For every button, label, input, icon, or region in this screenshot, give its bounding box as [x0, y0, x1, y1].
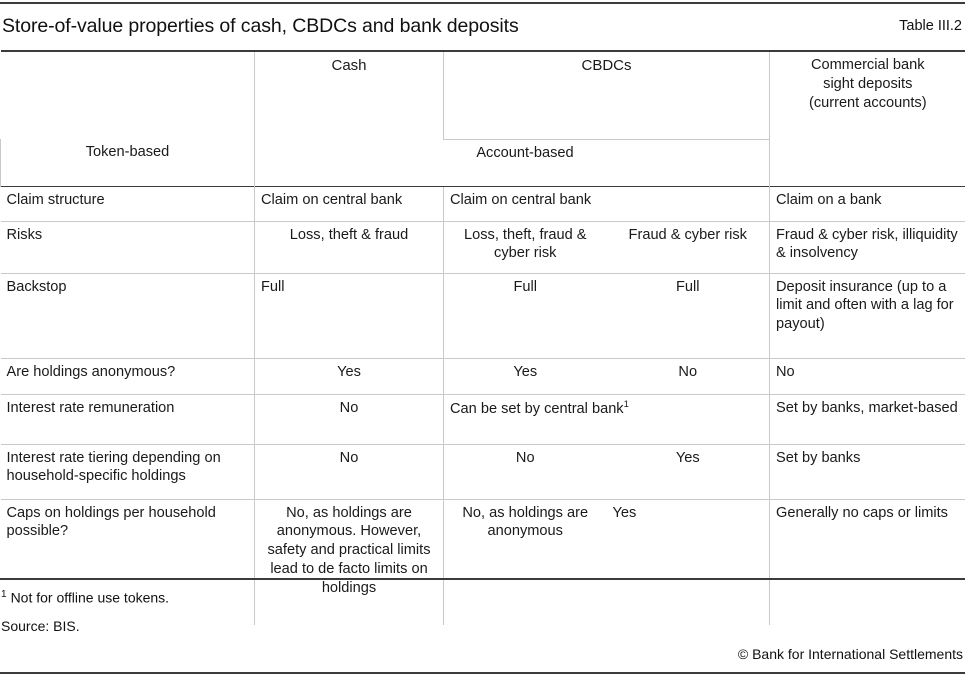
table-row: Caps on holdings per household possible?… [0, 498, 965, 625]
copyright-line: © Bank for International Settlements [737, 646, 963, 662]
cell-risks-cbdc-account: Fraud & cyber risk [606, 220, 770, 273]
cell-remuneration-cash: No [254, 393, 444, 444]
cell-risks-cbdc-token: Loss, theft, fraud & cyber risk [443, 220, 607, 273]
table-row: Interest rate tiering depending on house… [0, 443, 965, 499]
cell-backstop-cbdc-account: Full [606, 272, 770, 358]
table-row: Backstop Full Full Full Deposit insuranc… [0, 272, 965, 358]
cell-risks-cash: Loss, theft & fraud [254, 220, 444, 273]
bottom-rule [0, 672, 965, 674]
table-row: Are holdings anonymous? Yes Yes No No [0, 357, 965, 394]
cell-remuneration-cbdc-text: Can be set by central bank [450, 400, 624, 417]
cell-claim-structure-commercial: Claim on a bank [769, 185, 965, 221]
row-label-backstop: Backstop [0, 272, 255, 358]
cell-backstop-commercial: Deposit insurance (up to a limit and oft… [769, 272, 965, 358]
cell-tiering-commercial: Set by banks [769, 443, 965, 499]
cell-claim-structure-cash: Claim on central bank [254, 185, 444, 221]
footnote-marker: 1 [1, 589, 7, 600]
row-label-interest-rate-tiering: Interest rate tiering depending on house… [0, 443, 255, 499]
header-commercial-bank: Commercial bank sight deposits (current … [769, 50, 965, 186]
header-commercial-line-3: (current accounts) [808, 94, 927, 111]
table-number: Table III.2 [899, 18, 962, 34]
table-row: Risks Loss, theft & fraud Loss, theft, f… [0, 220, 965, 273]
row-label-interest-rate-remuneration: Interest rate remuneration [0, 393, 255, 444]
footnote-reference-1: 1 [623, 398, 629, 410]
header-cash: Cash [254, 50, 444, 186]
cell-remuneration-cbdc: Can be set by central bank1 [442, 393, 770, 444]
top-rule [0, 2, 965, 4]
header-cbdc-token-based: Token-based [0, 139, 255, 186]
cell-caps-cbdc-token: No, as holdings are anonymous [443, 498, 607, 625]
row-label-claim-structure: Claim structure [0, 185, 255, 221]
row-label-caps-on-holdings: Caps on holdings per household possible? [0, 498, 255, 625]
cell-backstop-cbdc-token: Full [443, 272, 607, 358]
cell-tiering-cbdc-account: Yes [606, 443, 770, 499]
table-row: Interest rate remuneration No Can be set… [0, 393, 965, 444]
title-row: Store-of-value properties of cash, CBDCs… [0, 4, 965, 48]
header-row-sub: Token-based Account-based [0, 139, 965, 186]
cell-remuneration-commercial: Set by banks, market-based [769, 393, 965, 444]
cell-caps-cbdc-account: Yes [606, 498, 770, 625]
source-line: Source: BIS. [1, 618, 80, 635]
footnote-rule [0, 578, 965, 580]
footnote-text: Not for offline use tokens. [10, 589, 170, 606]
table-row: Claim structure Claim on central bank Cl… [0, 185, 965, 221]
header-commercial-line-1: Commercial bank [810, 57, 925, 73]
cell-caps-cash: No, as holdings are anonymous. However, … [254, 498, 444, 625]
cell-anonymous-cbdc-account: No [606, 357, 770, 394]
table-body: Claim structure Claim on central bank Cl… [0, 185, 965, 625]
page-title: Store-of-value properties of cash, CBDCs… [2, 14, 519, 37]
cell-anonymous-commercial: No [769, 357, 965, 394]
cell-risks-commercial: Fraud & cyber risk, illiquidity & insolv… [769, 220, 965, 273]
header-row-top: Cash CBDCs Commercial bank sight deposit… [0, 50, 965, 186]
header-cbdcs: CBDCs [442, 50, 770, 140]
cell-anonymous-cbdc-token: Yes [443, 357, 607, 394]
header-commercial-line-2: sight deposits [823, 75, 913, 92]
store-of-value-table: Cash CBDCs Commercial bank sight deposit… [0, 50, 965, 625]
row-label-are-holdings-anonymous: Are holdings anonymous? [0, 357, 255, 394]
cell-backstop-cash: Full [254, 272, 444, 358]
cell-claim-structure-cbdc: Claim on central bank [442, 185, 770, 221]
cell-caps-commercial: Generally no caps or limits [769, 498, 965, 625]
cell-tiering-cash: No [254, 443, 444, 499]
cell-tiering-cbdc-token: No [443, 443, 607, 499]
header-blank-corner [0, 50, 255, 139]
row-label-risks: Risks [0, 220, 255, 273]
cell-anonymous-cash: Yes [254, 357, 444, 394]
header-cbdc-account-based: Account-based [476, 144, 574, 161]
table-head: Cash CBDCs Commercial bank sight deposit… [0, 50, 965, 186]
